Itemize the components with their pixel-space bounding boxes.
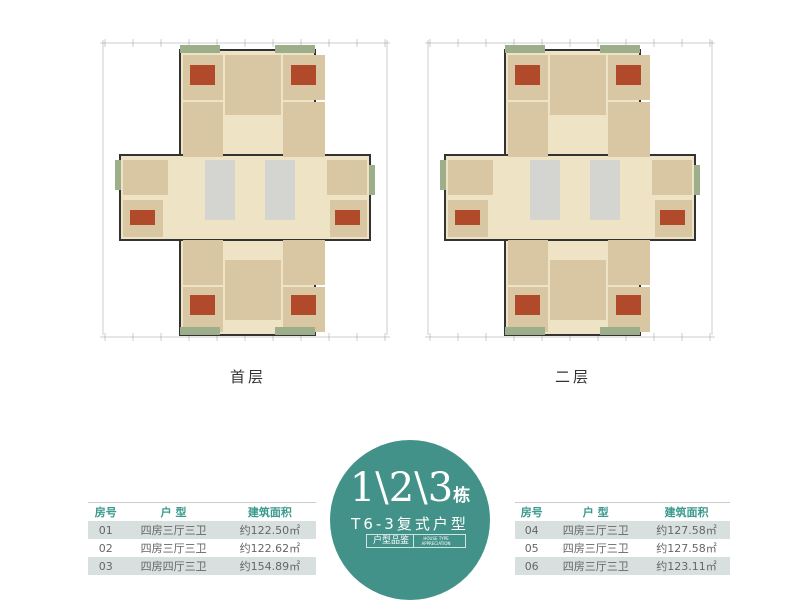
balcony [505,327,545,335]
stair-core [265,160,295,220]
balcony [180,45,220,53]
room [123,160,168,195]
bed [291,65,316,85]
bed [130,210,155,225]
room [283,240,325,285]
building-numbers: 1\2\3栋 [349,465,471,511]
stair-core [590,160,620,220]
room [652,160,692,195]
ground-floor-plan [100,39,390,341]
ground-floor-label: 首层 [230,368,267,386]
second-floor-label: 二层 [555,368,592,386]
room [608,102,650,157]
balcony [440,160,446,190]
bed [616,295,641,315]
room [183,102,223,157]
room [550,260,606,320]
room [608,240,650,285]
balcony [600,327,640,335]
room [283,102,325,157]
bed [515,65,540,85]
balcony [369,165,375,195]
bed [291,295,316,315]
stair-core [530,160,560,220]
second-floor-plan [425,39,715,341]
room [508,102,548,157]
bed [455,210,480,225]
room [327,160,367,195]
stair-core [205,160,235,220]
balcony [275,327,315,335]
bed [190,65,215,85]
balcony [600,45,640,53]
bed [660,210,685,225]
balcony [180,327,220,335]
room [183,240,223,285]
balcony [115,160,121,190]
bed [190,295,215,315]
room [508,240,548,285]
room [225,260,281,320]
bed [515,295,540,315]
room [550,55,606,115]
room [225,55,281,115]
balcony [505,45,545,53]
bed [616,65,641,85]
balcony [275,45,315,53]
balcony [694,165,700,195]
house-type: T6-3复式户型 [351,515,469,533]
room [448,160,493,195]
bed [335,210,360,225]
